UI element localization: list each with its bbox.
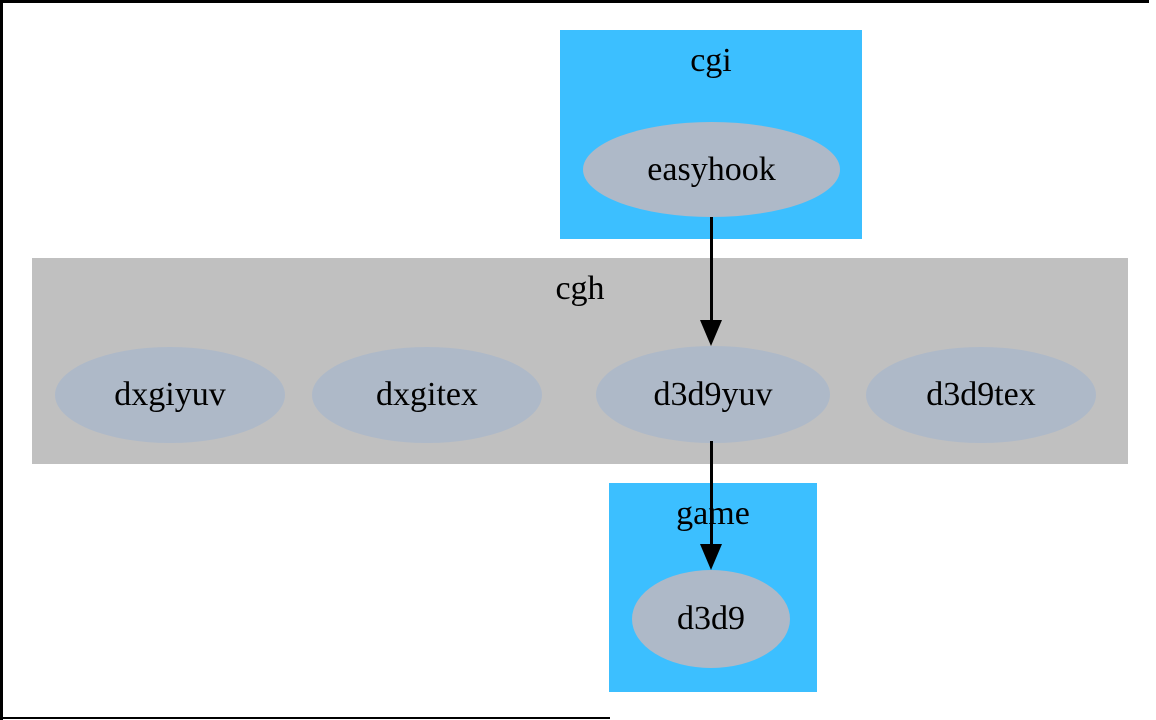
node-easyhook-label: easyhook: [647, 150, 776, 188]
node-d3d9-label: d3d9: [677, 600, 745, 637]
cluster-cgi-label: cgi: [690, 42, 732, 79]
frame-top-border: [0, 0, 1149, 3]
cluster-game-label: game: [609, 495, 817, 533]
edge-d3d9yuv-to-d3d9: [710, 441, 713, 545]
node-d3d9yuv: d3d9yuv: [596, 346, 830, 443]
frame-bottom-border: [0, 717, 610, 719]
node-d3d9yuv-label: d3d9yuv: [653, 375, 773, 413]
node-dxgiyuv: dxgiyuv: [55, 347, 285, 443]
cluster-cgh-label: cgh: [555, 270, 605, 307]
frame-left-border: [0, 0, 3, 720]
edge-easyhook-to-d3d9yuv: [710, 217, 713, 321]
arrowhead-down-icon: [700, 320, 722, 346]
node-d3d9tex-label: d3d9tex: [926, 376, 1036, 413]
node-d3d9tex: d3d9tex: [866, 347, 1096, 443]
node-dxgiyuv-label: dxgiyuv: [114, 376, 226, 413]
node-d3d9: d3d9: [632, 570, 790, 668]
node-dxgitex-label: dxgitex: [376, 376, 478, 413]
arrowhead-down-icon: [700, 544, 722, 570]
node-dxgitex: dxgitex: [312, 347, 542, 443]
node-easyhook: easyhook: [583, 122, 840, 217]
